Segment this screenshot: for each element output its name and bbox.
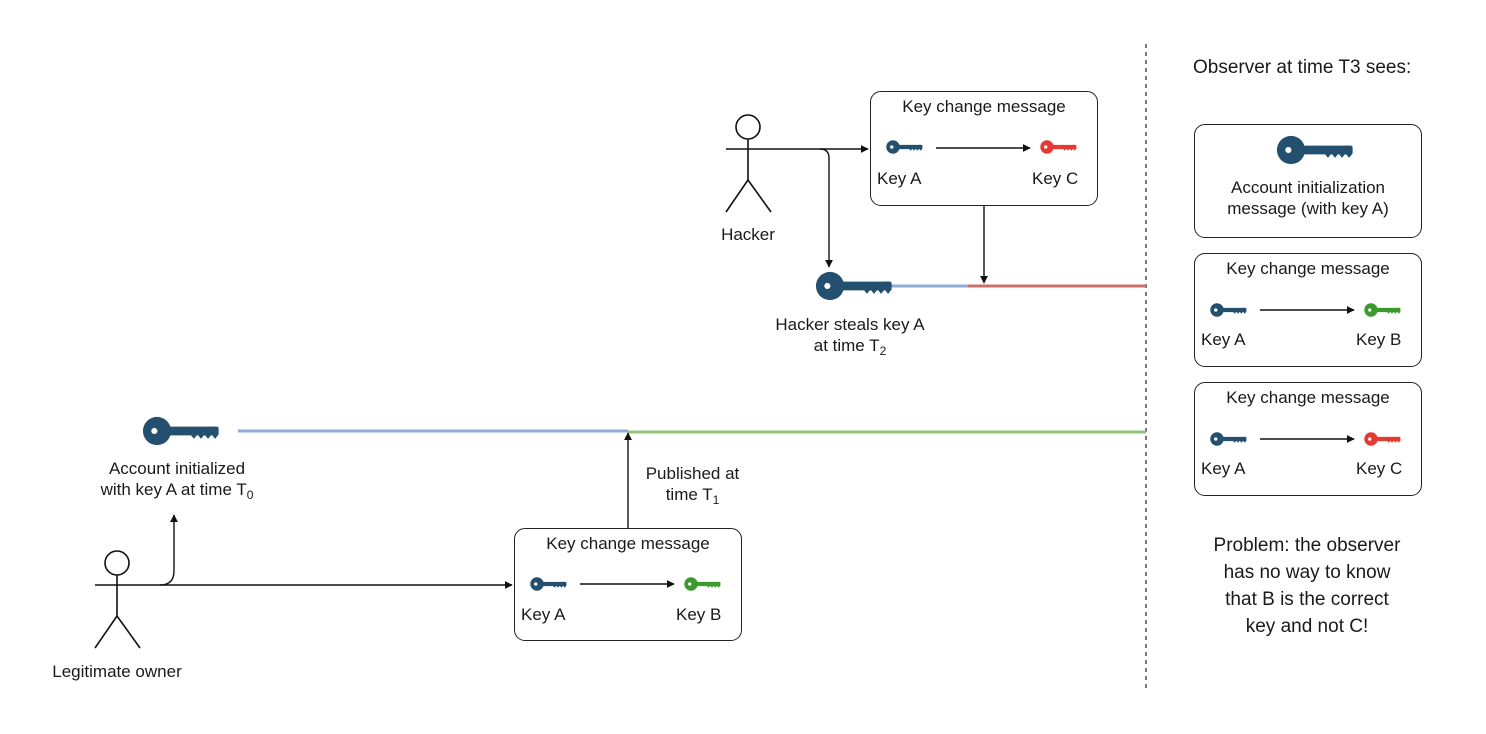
key-a-icon	[1210, 432, 1247, 446]
observer-init-box	[1194, 124, 1422, 238]
key-a-stolen-icon	[815, 271, 892, 301]
key-b-icon	[684, 577, 721, 591]
owner-label: Legitimate owner	[52, 662, 182, 681]
key-label: Key B	[1356, 330, 1402, 349]
key-a-init-icon	[142, 416, 219, 446]
steal-label: Hacker steals key A at time T2	[775, 315, 925, 358]
problem-statement: Problem: the observer has no way to know…	[1213, 535, 1401, 637]
key-a-icon	[1210, 303, 1247, 317]
key-label: Key A	[1201, 459, 1246, 478]
hacker-message-box	[870, 91, 1098, 206]
key-label: Key A	[1201, 330, 1246, 349]
key-label: Key C	[1032, 169, 1079, 188]
observer-msg-c-box	[1194, 382, 1422, 496]
key-label: Key C	[1356, 459, 1403, 478]
key-a-icon	[530, 577, 567, 591]
hacker-steal-arrow	[819, 148, 833, 268]
key-a-observer-icon	[1276, 135, 1353, 165]
key-label: Key A	[877, 169, 922, 188]
key-c-icon	[1364, 432, 1401, 446]
message-title: Key change message	[1226, 388, 1390, 407]
hacker-label: Hacker	[721, 225, 775, 244]
key-c-icon	[1040, 140, 1077, 154]
published-label: Published at time T1	[645, 464, 740, 507]
message-title: Key change message	[546, 534, 710, 553]
hacker-figure	[725, 114, 772, 213]
owner-init-arrow	[159, 514, 178, 586]
message-title: Key change message	[902, 97, 1066, 116]
key-label: Key B	[676, 605, 722, 624]
owner-figure	[94, 550, 141, 649]
observer-title: Observer at time T3 sees:	[1193, 57, 1412, 78]
observer-msg-b-box	[1194, 253, 1422, 367]
message-title: Key change message	[1226, 259, 1390, 278]
key-label: Key A	[521, 605, 566, 624]
init-label: Account initialized with key A at time T…	[100, 459, 254, 502]
key-b-icon	[1364, 303, 1401, 317]
owner-message-box	[514, 528, 742, 641]
key-a-icon	[886, 140, 923, 154]
observer-init-text: Account initialization message (with key…	[1227, 178, 1389, 218]
